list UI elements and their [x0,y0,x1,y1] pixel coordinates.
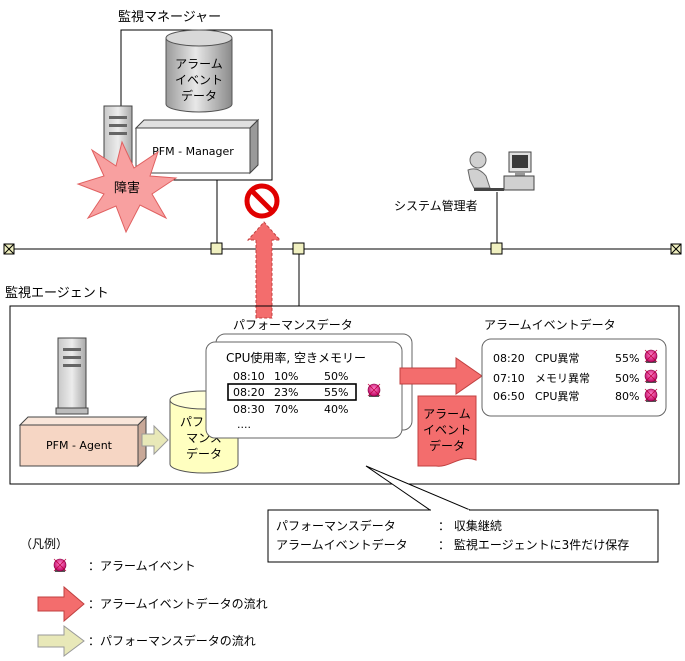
legend-alarm-flow: ：アラームイベントデータの流れ [88,596,268,611]
agent-server-icon [55,337,89,415]
alarm-row-1-time: 08:20 [493,352,525,365]
alarm-row-2-name: メモリ異常 [535,372,590,385]
perf-row-1-time: 08:10 [233,370,265,383]
agent-frame [9,305,680,485]
perf-flow-arrow-small [141,424,169,456]
perf-row-highlight [227,383,357,401]
perf-row-3-mem: 40% [324,403,348,416]
callout-row1-value: ： 収集継続 [438,518,502,533]
perf-row-3-time: 08:30 [233,403,265,416]
alarm-event-icon [644,369,658,384]
legend-perf-flow: ：パフォーマンスデータの流れ [88,633,256,648]
pfm-agent-label: PFM - Agent [46,439,113,452]
alarm-row-3-value: 80% [615,390,639,403]
perf-row-3-cpu: 70% [274,403,298,416]
perf-row-1-cpu: 10% [274,370,298,383]
perf-card [205,341,403,439]
legend-alarm-icon [53,558,67,573]
perf-row-2-cpu: 23% [274,386,298,399]
alarm-row-3-name: CPU異常 [535,390,579,403]
network-terminator-right [670,243,682,255]
alarm-event-icon [644,349,658,364]
alarm-row-2-value: 50% [615,372,639,385]
alarm-box-label-2: イベント [423,423,471,437]
perf-ellipsis: .... [237,418,251,431]
alarm-box-label-1: アラーム [423,407,471,421]
admin-connector [490,242,503,255]
legend-title: （凡例） [20,537,68,551]
agent-title: 監視エージェント [5,285,109,301]
alarm-card-title: アラームイベントデータ [484,317,616,332]
network-terminator-left [3,243,15,255]
note-callout: パフォーマンスデータ ： 収集継続 アラームイベントデータ ： 監視エージェント… [267,465,659,563]
callout-row1-label: パフォーマンスデータ [276,518,396,533]
agent-connector [292,242,305,255]
alarm-db-label-1: アラーム [175,57,223,71]
alarm-event-data-box: アラーム イベント データ [417,395,477,467]
alarm-event-icon [367,383,381,398]
alarm-box-label-3: データ [429,438,465,453]
legend-perf-arrow [37,625,85,657]
fault-burst: 障害 [76,140,178,234]
perf-row-2-mem: 55% [324,386,348,399]
pfm-manager-box: PFM - Manager [134,118,260,175]
callout-row2-label: アラームイベントデータ [276,537,408,552]
perf-card-header: CPU使用率, 空きメモリー [226,350,366,365]
callout-row2-value: ： 監視エージェントに3件だけ保存 [438,537,629,552]
alarm-row-3-time: 06:50 [493,390,525,403]
alarm-row-2-time: 07:10 [493,372,525,385]
perf-row-2-time: 08:20 [233,386,265,399]
pfm-agent-box: PFM - Agent [18,415,148,468]
fault-label: 障害 [114,180,140,196]
manager-title: 監視マネージャー [118,9,221,25]
alarm-row-1-value: 55% [615,352,639,365]
perf-db-label-3: データ [186,446,222,461]
alarm-flow-arrow [399,357,483,395]
perf-row-1-mem: 50% [324,370,348,383]
alarm-card [481,338,667,417]
legend-alarm-arrow [37,585,85,623]
manager-connector [210,242,223,255]
pfm-manager-label: PFM - Manager [152,145,234,158]
alarm-flow-up-arrow [246,221,282,319]
alarm-db-label-2: イベント [175,73,223,87]
alarm-row-1-name: CPU異常 [535,352,579,365]
alarm-event-database: アラーム イベント データ [165,29,233,113]
system-admin-icon [467,151,535,191]
system-admin-label: システム管理者 [394,198,478,213]
perf-card-title: パフォーマンスデータ [233,317,353,332]
alarm-db-label-3: データ [181,88,217,103]
block-sign-icon [244,183,280,219]
legend-alarm-event: ：アラームイベント [88,559,196,573]
alarm-event-icon [644,388,658,403]
